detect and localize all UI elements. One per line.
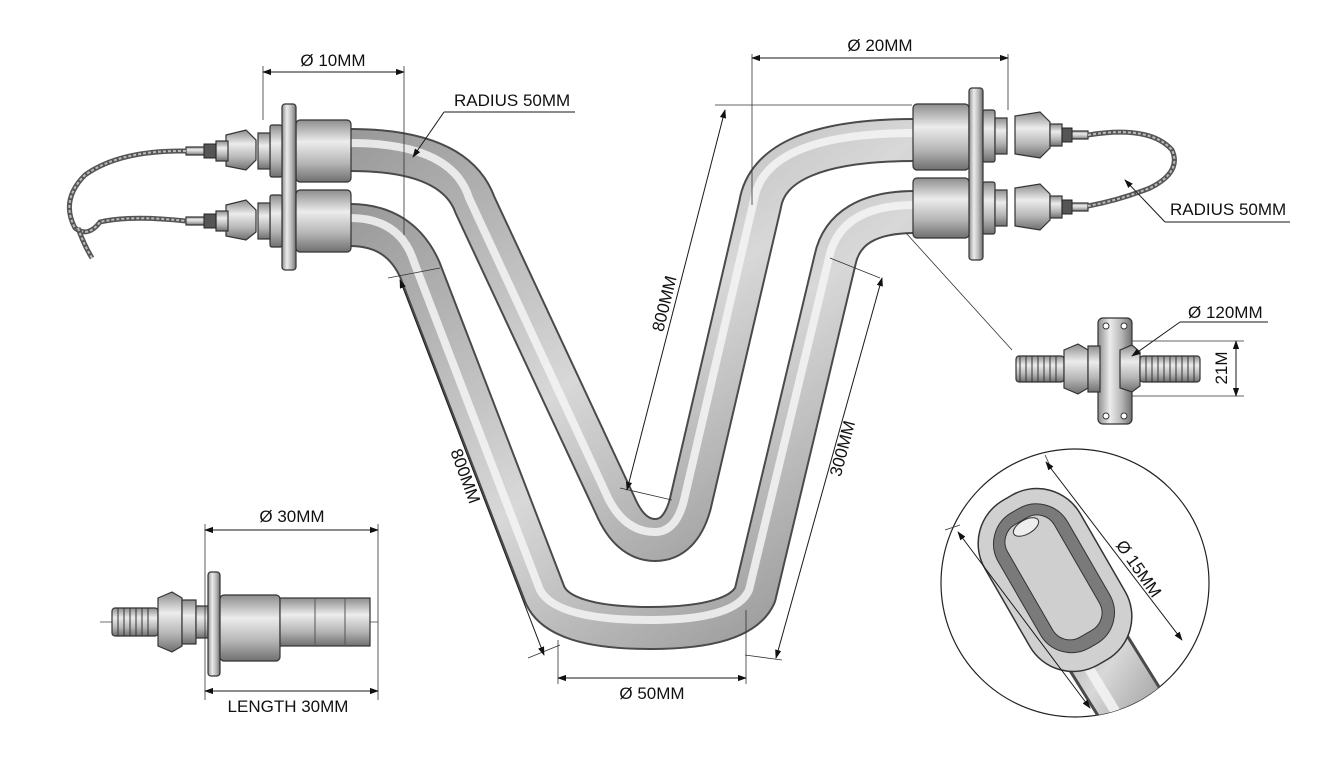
label-21m: 21M	[1212, 351, 1231, 384]
right-cable	[1087, 129, 1177, 209]
label-length-30: LENGTH 30MM	[228, 697, 349, 716]
label-800-top: 800MM	[649, 274, 681, 334]
dim-radius-top: RADIUS 50MM	[412, 91, 575, 158]
dim-21m: 21M	[1132, 340, 1244, 397]
dim-10mm: Ø 10MM	[262, 51, 405, 235]
dim-120mm: Ø 120MM	[1131, 303, 1268, 357]
label-dia-120: Ø 120MM	[1188, 303, 1263, 322]
dim-50mm: Ø 50MM	[557, 610, 747, 703]
label-dia-30: Ø 30MM	[259, 507, 324, 526]
label-dia-10: Ø 10MM	[300, 51, 365, 70]
dim-radius-right: RADIUS 50MM	[1124, 179, 1290, 223]
left-terminal-bottom	[185, 189, 352, 253]
flange-fitting-detail	[1015, 317, 1201, 425]
inner-tube	[349, 118, 916, 562]
label-300: 300MM	[826, 419, 859, 479]
dim-30mm: Ø 30MM	[204, 507, 379, 700]
label-radius-right: RADIUS 50MM	[1170, 200, 1286, 219]
bottom-left-fitting-detail	[100, 571, 380, 677]
dim-800mm-top: 800MM	[619, 104, 912, 501]
label-dia-50: Ø 50MM	[619, 684, 684, 703]
right-terminal-top	[912, 87, 1089, 261]
right-terminal-bottom	[912, 177, 1089, 239]
cross-section-detail	[940, 448, 1210, 718]
label-radius-top: RADIUS 50MM	[454, 91, 570, 110]
dim-20mm: Ø 20MM	[751, 36, 1009, 205]
label-dia-20: Ø 20MM	[847, 36, 912, 55]
dim-length-30: LENGTH 30MM	[204, 687, 379, 716]
left-terminal-top	[185, 103, 352, 271]
left-cable	[66, 148, 187, 260]
outer-tube	[349, 190, 916, 650]
